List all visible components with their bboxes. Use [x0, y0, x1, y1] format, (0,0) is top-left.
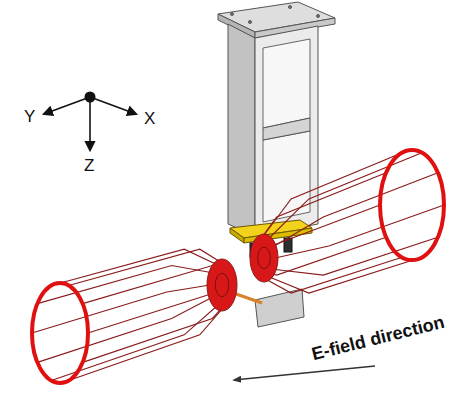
disk-hub — [258, 247, 271, 269]
cage-wire — [69, 305, 226, 381]
disk-hub — [215, 273, 229, 296]
axis-label: X — [144, 110, 155, 127]
cage-ring — [380, 150, 444, 260]
feed-plate — [236, 289, 304, 327]
cage-arm — [250, 150, 444, 293]
e-field-arrow — [234, 366, 375, 380]
cage-wire — [267, 153, 421, 240]
axis-triad — [44, 92, 136, 151]
cage-wire — [83, 297, 232, 362]
cage-wire — [267, 257, 421, 293]
cage-wire — [255, 173, 386, 247]
cage-wire — [273, 237, 438, 275]
axis-label: Z — [84, 157, 94, 174]
cage-wire — [261, 257, 403, 293]
cage-wire — [37, 297, 212, 362]
cage-wire — [69, 249, 226, 285]
feed-disk — [250, 234, 278, 282]
cage-wire — [273, 173, 438, 247]
cage-wire — [51, 305, 218, 381]
feed-disk — [207, 259, 237, 311]
cage-arm — [32, 249, 237, 383]
cage-ring — [32, 283, 88, 383]
field-label: E-field direction — [310, 313, 446, 363]
axis-label: Y — [24, 108, 35, 125]
